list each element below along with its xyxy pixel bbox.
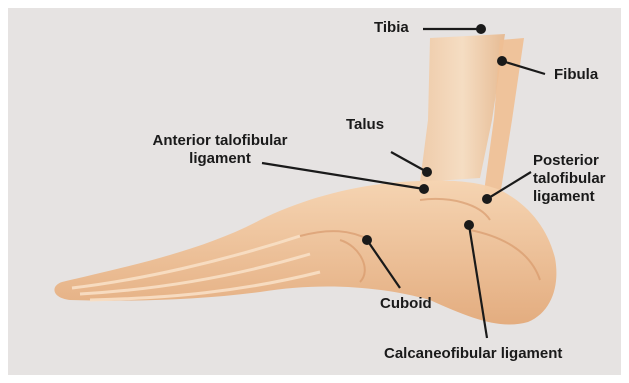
calcaneofibular-label: Calcaneofibular ligament	[384, 345, 562, 363]
talus-dot	[422, 167, 432, 177]
tibia-dot	[476, 24, 486, 34]
anterior-talofibular-label: Anterior talofibular ligament	[134, 132, 306, 168]
talus-label: Talus	[346, 116, 384, 134]
fibula-dot	[497, 56, 507, 66]
posterior-talofibular-label: Posterior talofibular ligament	[533, 152, 606, 206]
tibia-label: Tibia	[374, 19, 409, 37]
posterior-talofibular-dot	[482, 194, 492, 204]
calcaneofibular-dot	[464, 220, 474, 230]
talus-leader	[391, 152, 427, 172]
anterior-talofibular-dot	[419, 184, 429, 194]
cuboid-label: Cuboid	[380, 295, 432, 313]
cuboid-dot	[362, 235, 372, 245]
fibula-label: Fibula	[554, 66, 598, 84]
